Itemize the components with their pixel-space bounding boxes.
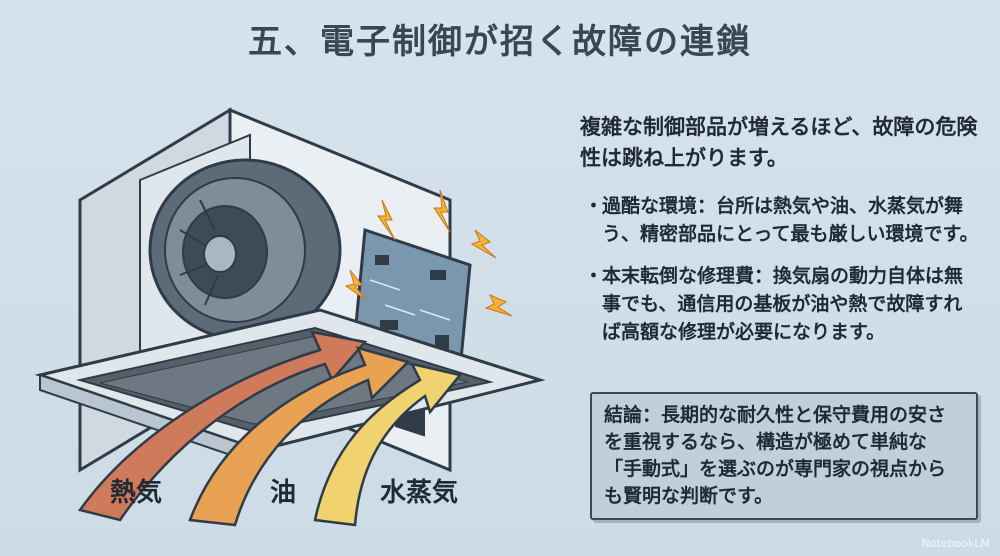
flow-label-heat: 熱気 — [110, 478, 163, 508]
range-hood-diagram: 熱気 油 水蒸気 — [20, 80, 560, 550]
heat-flow-arrow — [77, 330, 368, 522]
flow-label-oil: 油 — [270, 478, 297, 508]
watermark: NotebookLM — [921, 537, 990, 550]
explanation-column: 複雑な制御部品が増えるほど、故障の危険性は跳ね上がります。 ・ 過酷な環境：台所… — [580, 112, 980, 360]
flow-label-steam: 水蒸気 — [380, 478, 459, 508]
bullet-harsh-environment: ・ 過酷な環境：台所は熱気や油、水蒸気が舞う、精密部品にとって最も厳しい環境です… — [580, 192, 980, 248]
oil-flow-arrow — [188, 346, 411, 527]
intro-text: 複雑な制御部品が増えるほど、故障の危険性は跳ね上がります。 — [580, 115, 978, 170]
bullet-text: 本末転倒な修理費：換気扇の動力自体は無事でも、通信用の基板が油や熱で故障すれば高… — [602, 265, 964, 343]
bullet-repair-cost: ・ 本末転倒な修理費：換気扇の動力自体は無事でも、通信用の基板が油や熱で故障すれ… — [580, 262, 980, 346]
page-title: 五、電子制御が招く故障の連鎖 — [248, 22, 752, 62]
range-hood-illustration — [34, 107, 546, 527]
steam-flow-arrow — [313, 362, 463, 527]
bullet-marker: ・ — [584, 265, 604, 287]
bullet-text: 過酷な環境：台所は熱気や油、水蒸気が舞う、精密部品にとって最も厳しい環境です。 — [602, 195, 979, 245]
spark-icons — [344, 189, 513, 317]
blower-fan — [148, 158, 342, 342]
conclusion-box: 結論：長期的な耐久性と保守費用の安さを重視するなら、構造が極めて単純な「手動式」… — [590, 392, 978, 520]
bullet-marker: ・ — [584, 195, 604, 217]
